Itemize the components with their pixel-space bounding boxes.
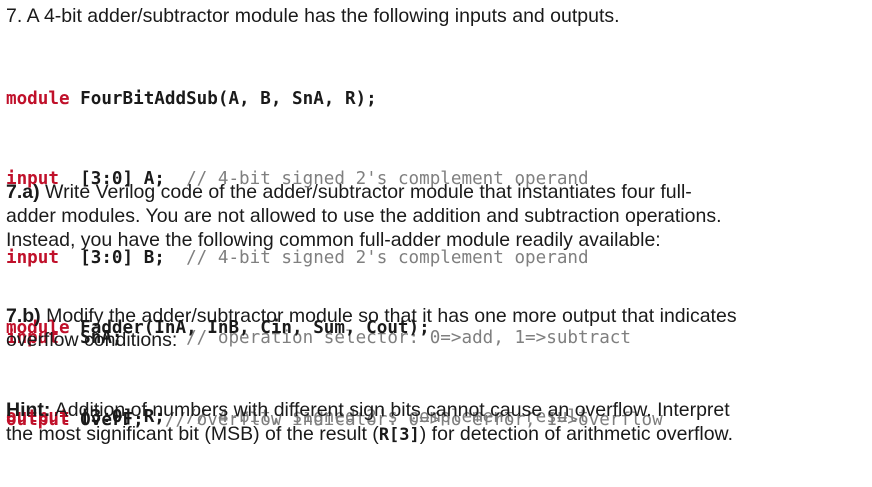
- part-b-label: 7.b): [6, 305, 41, 327]
- code-comment: // 4-bit signed 2's complement operand: [186, 168, 589, 189]
- code-comment: // 4-bit signed 2's complement operand: [186, 248, 589, 268]
- code-keyword: output: [6, 410, 70, 430]
- code-comment: // operation selector: 0=>add, 1=>subtra…: [186, 327, 631, 348]
- question-7-intro: 7. A 4-bit adder/subtractor module has t…: [6, 4, 620, 28]
- code-line-1: module FourBitAddSub(A, B, SnA, R);: [6, 86, 631, 113]
- code-body: FourBitAddSub(A, B, SnA, R);: [80, 89, 377, 109]
- part-a-label: 7.a): [6, 181, 40, 203]
- code-keyword: output: [6, 407, 70, 427]
- hint-text: Hint: Addition of numbers with different…: [6, 399, 733, 445]
- question-intro-text: A 4-bit adder/subtractor module has the …: [26, 5, 620, 27]
- code-line-4: input SnA; // operation selector: 0=>add…: [6, 325, 631, 352]
- code-line-2: input [3:0] A; // 4-bit signed 2's compl…: [6, 166, 631, 193]
- overflow-output-code: output OverF; // overflow indicator: 0=>…: [6, 354, 663, 487]
- code-body: Fadder(InA, InB, Cin, Sum, Cout);: [80, 318, 430, 338]
- part-b-text: 7.b) Modify the adder/subtractor module …: [6, 305, 737, 351]
- code-comment: // 4-bit, signed 2's complement result: [186, 407, 589, 427]
- inline-code-msb: R[3]: [378, 425, 420, 445]
- module-declaration-code: module FourBitAddSub(A, B, SnA, R); inpu…: [6, 33, 631, 484]
- code-keyword: input: [6, 168, 59, 189]
- code-keyword: input: [6, 248, 59, 268]
- code-line-3: input [3:0] B; // 4-bit signed 2's compl…: [6, 245, 631, 272]
- hint-label: Hint:: [6, 399, 51, 421]
- code-body: SnA;: [80, 327, 187, 348]
- code-body: [3:0] R;: [80, 407, 187, 427]
- code-comment: // overflow indicator: 0=>no error, 1=>o…: [164, 410, 663, 430]
- part-a-text: 7.a) Write Verilog code of the adder/sub…: [6, 181, 722, 251]
- fadder-module-code: module Fadder(InA, InB, Cin, Sum, Cout);: [6, 262, 430, 395]
- code-body: OverF;: [80, 410, 165, 430]
- code-body: [3:0] B;: [80, 248, 187, 268]
- code-keyword: input: [6, 327, 59, 348]
- code-line-5: output [3:0] R; // 4-bit, signed 2's com…: [6, 404, 631, 431]
- question-number: 7.: [6, 5, 23, 27]
- code-keyword: module: [6, 318, 70, 338]
- code-body: [3:0] A;: [80, 168, 187, 189]
- code-keyword: module: [6, 89, 70, 109]
